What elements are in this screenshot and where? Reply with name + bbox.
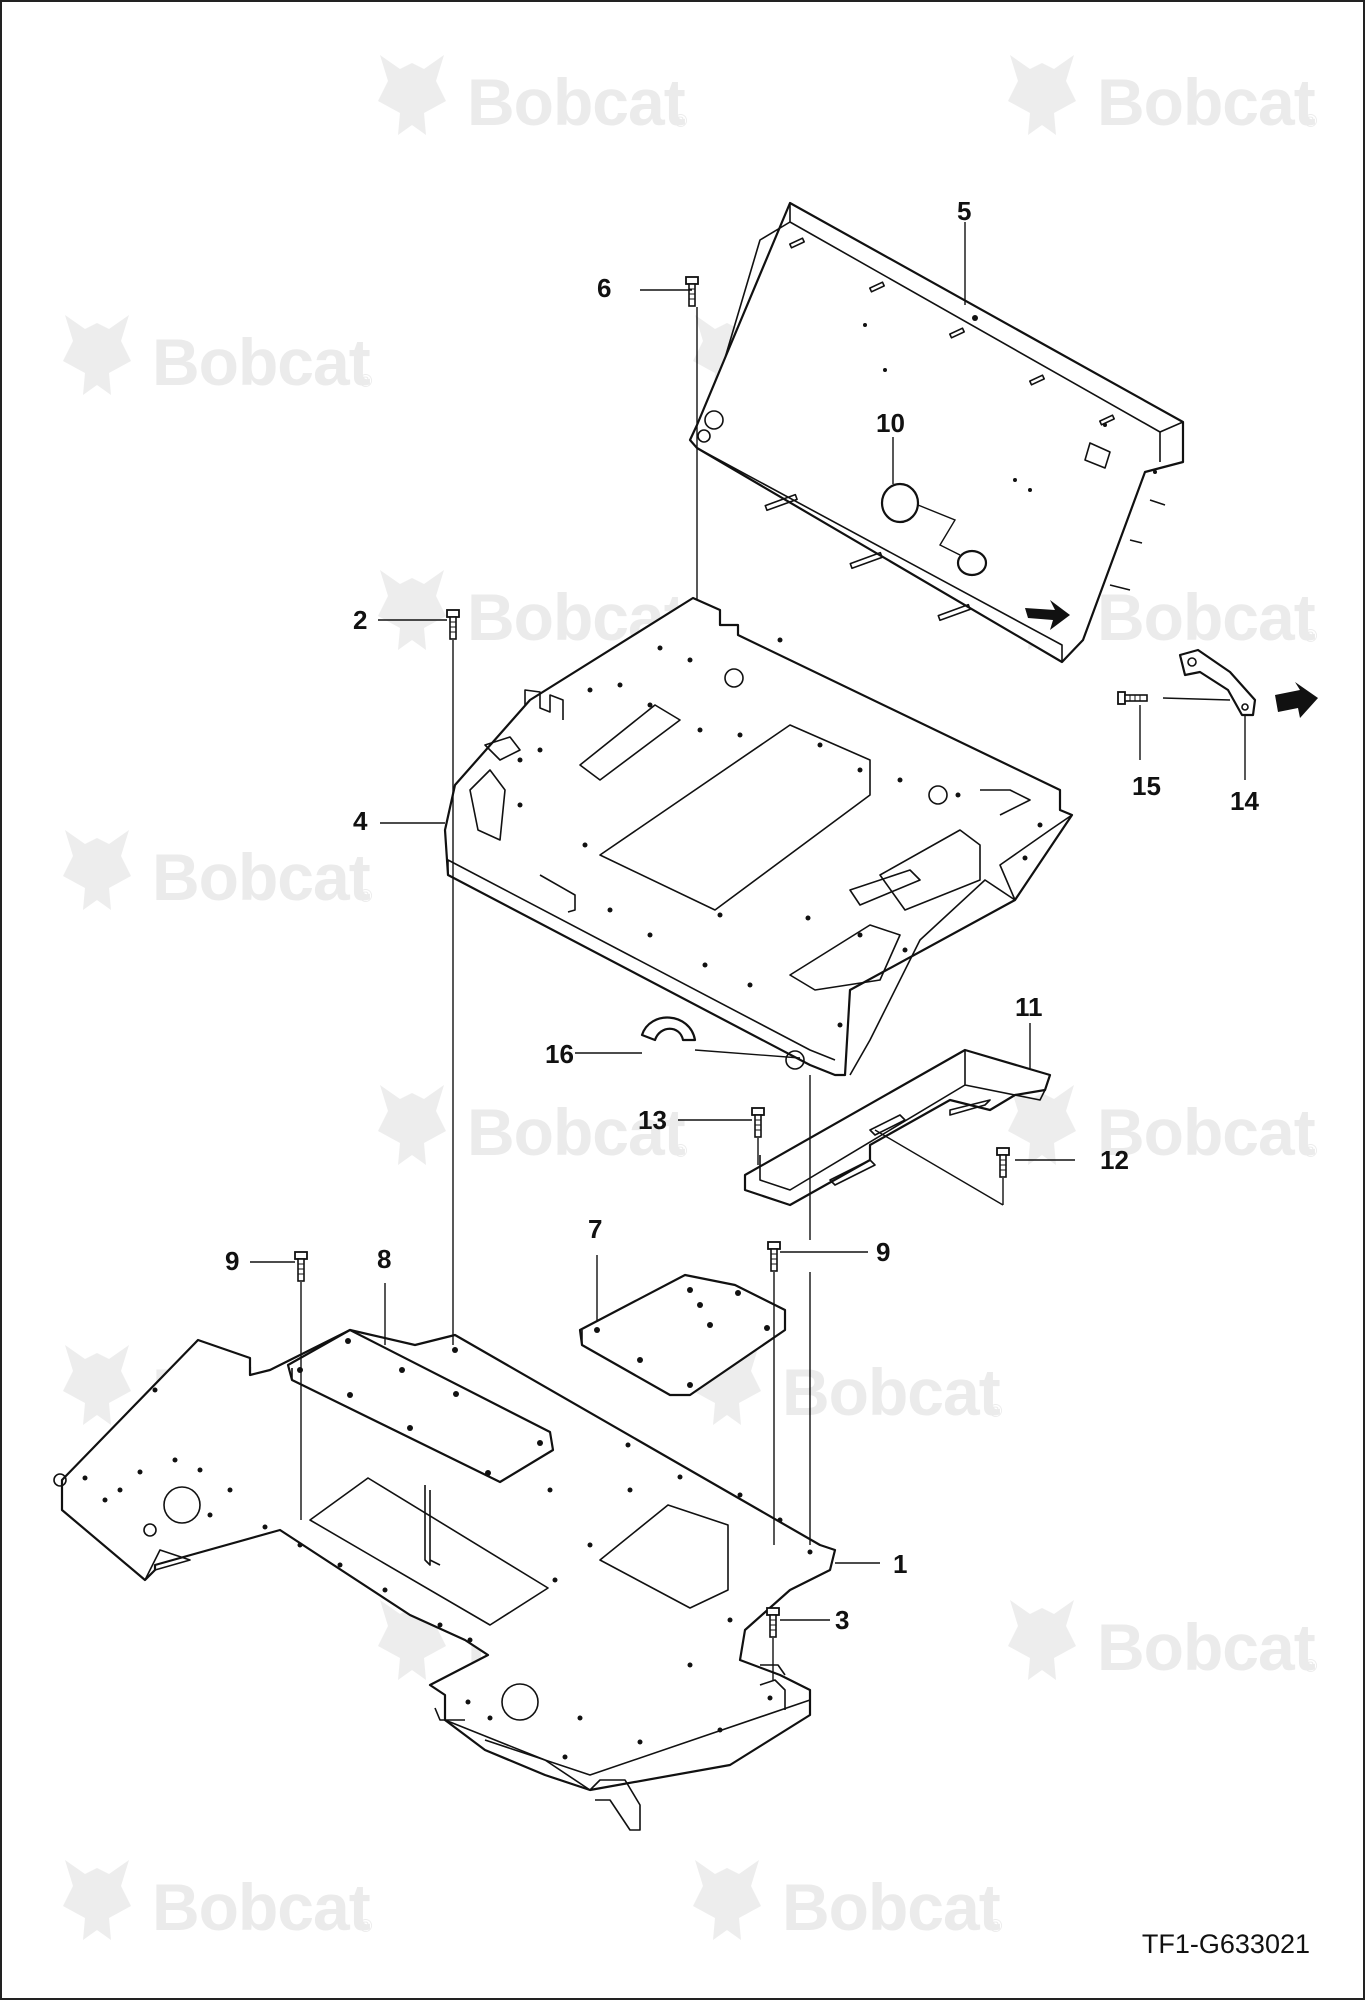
watermark-12: Bobcat ® [693,1345,1002,1429]
part-16-half-grommet[interactable] [640,1016,697,1042]
watermark-text: Bobcat [782,1355,1001,1429]
watermark-2: Bobcat ® [1008,55,1317,139]
callout-5: 5 [957,196,971,226]
watermark-reg: ® [359,371,372,391]
bobcat-logo-icon [1008,1600,1076,1680]
watermark-text: Bobcat [1097,580,1316,654]
bobcat-logo-icon [63,1860,131,1940]
callout-13: 13 [638,1105,667,1135]
callout-16: 16 [545,1039,574,1069]
watermark-6: Bobcat ® [1008,570,1317,654]
bolt-15[interactable] [1117,691,1148,705]
watermark-text: Bobcat [782,1870,1001,1944]
watermark-text: Bobcat [1097,1610,1316,1684]
watermark-reg: ® [989,1401,1002,1421]
bolt-2[interactable] [446,609,460,640]
callout-11: 11 [1015,992,1043,1022]
part-7-access-plate[interactable] [578,1273,787,1397]
bolt-6[interactable] [685,276,699,307]
watermark-text: Bobcat [467,65,686,139]
bobcat-logo-icon [63,315,131,395]
watermark-reg: ® [1304,626,1317,646]
bobcat-logo-icon [378,55,446,135]
direction-arrow-icon [1025,600,1070,630]
part-1-base-frame[interactable] [53,1328,837,1831]
part-10-grommet[interactable] [880,482,988,577]
watermark-text: Bobcat [152,840,371,914]
leader-lines [250,222,1075,1621]
callout-2: 2 [353,605,367,635]
bobcat-logo-icon [693,1860,761,1940]
watermark-text: Bobcat [152,1870,371,1944]
watermark-reg: ® [1304,1141,1317,1161]
bobcat-logo-icon [1008,55,1076,135]
bobcat-logo-icon [378,570,446,650]
bobcat-logo-icon [378,1085,446,1165]
callout-14: 14 [1230,786,1259,816]
watermark-reg: ® [674,1141,687,1161]
alignment-lines [300,307,1246,1680]
bolt-12[interactable] [996,1147,1010,1178]
watermark-16: Bobcat ® [693,1860,1002,1944]
watermark-3: Bobcat ® [63,315,372,399]
watermark-text: Bobcat [1097,65,1316,139]
panel-slots [764,237,1115,622]
watermark-reg: ® [1304,111,1317,131]
watermark-reg: ® [359,1916,372,1936]
callout-1: 1 [893,1549,907,1579]
bolt-9-right[interactable] [767,1241,781,1272]
callout-9-left: 9 [225,1246,239,1276]
part-5-rear-panel[interactable] [688,201,1185,664]
callout-9-right: 9 [876,1237,890,1267]
callout-8: 8 [377,1244,391,1274]
callout-4: 4 [353,806,368,836]
callout-10: 10 [876,408,905,438]
part-4-floor-plate[interactable] [443,596,1074,1077]
watermark-14: Bobcat ® [1008,1600,1317,1684]
watermark-reg: ® [674,111,687,131]
base-holes [82,1347,813,1760]
bobcat-logo-icon [63,1345,131,1425]
watermark-15: Bobcat ® [63,1860,372,1944]
watermark-1: Bobcat ® [378,55,687,139]
bolt-13[interactable] [751,1107,765,1138]
callout-15: 15 [1132,771,1161,801]
part-8-cover-plate[interactable] [286,1328,555,1484]
callout-12: 12 [1100,1145,1129,1175]
drawing-code: TF1-G633021 [1142,1929,1310,1959]
part-14-small-bracket[interactable] [1178,648,1257,717]
watermark-text: Bobcat [152,325,371,399]
callout-3: 3 [835,1605,849,1635]
watermark-9: Bobcat ® [378,1085,687,1169]
bolt-3[interactable] [766,1607,780,1638]
callouts: 5 6 10 2 4 15 14 16 11 13 12 7 9 8 9 1 3 [225,196,1259,1635]
direction-arrow-icon [1275,682,1318,718]
floor-holes [517,637,1043,1028]
watermark-10: Bobcat ® [1008,1085,1317,1169]
bolt-9-left[interactable] [294,1251,308,1282]
bobcat-logo-icon [63,830,131,910]
callout-6: 6 [597,273,611,303]
watermark-text: Bobcat [467,1095,686,1169]
callout-7: 7 [588,1214,602,1244]
watermark-text: Bobcat [1097,1095,1316,1169]
watermark-7: Bobcat ® [63,830,372,914]
watermark-reg: ® [359,886,372,906]
watermark-reg: ® [1304,1656,1317,1676]
watermark-reg: ® [989,1916,1002,1936]
part-11-support-rail[interactable] [743,1048,1052,1207]
